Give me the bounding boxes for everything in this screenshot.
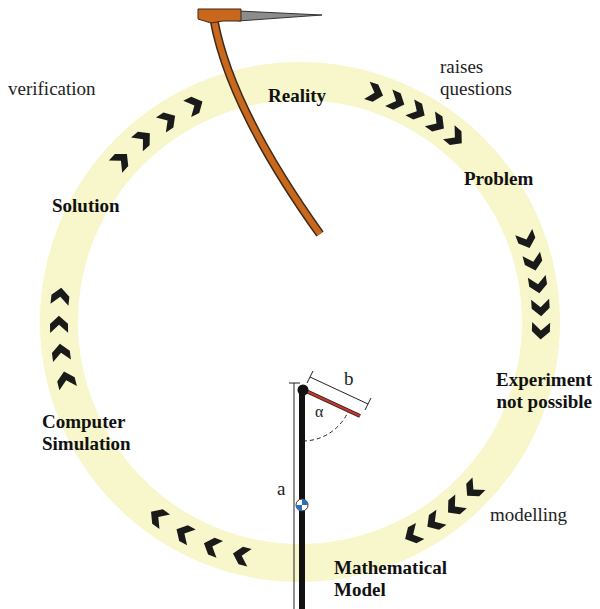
cycle-connector xyxy=(505,195,550,365)
chevron-arrow xyxy=(109,148,134,173)
chevron-arrow xyxy=(183,93,206,117)
chevron-arrow xyxy=(531,299,550,317)
dimension-label: a xyxy=(277,478,285,500)
stage-label: Solution xyxy=(50,194,122,218)
dimension-line-b xyxy=(310,377,368,404)
stage-label: Computer Simulation xyxy=(40,410,152,456)
mass-marker xyxy=(296,499,308,511)
transition-label: verification xyxy=(8,78,96,100)
chevron-arrow xyxy=(51,343,71,362)
chevron-arrow xyxy=(442,495,467,520)
chevron-arrow xyxy=(51,287,71,306)
chevron-arrow xyxy=(523,252,545,273)
stage-text: Solution xyxy=(52,195,120,217)
chevron-arrow xyxy=(364,82,386,104)
stage-text: Problem xyxy=(464,168,533,190)
chevron-arrow xyxy=(131,127,156,152)
chevron-arrow xyxy=(156,108,180,132)
pendulum-head xyxy=(198,9,241,23)
pendulum-blade xyxy=(238,11,322,21)
dimension-line-a xyxy=(294,383,295,609)
chevron-arrow xyxy=(515,229,538,251)
chevron-arrow xyxy=(528,275,548,295)
transition-label: raises questions xyxy=(440,56,540,100)
chevron-arrow xyxy=(50,316,68,333)
chevron-arrow xyxy=(443,125,468,150)
stage-text: Reality xyxy=(268,85,326,107)
stage-label: Reality xyxy=(266,84,328,108)
connector-path xyxy=(505,195,541,365)
mass-marker-fill xyxy=(296,499,308,511)
pivot xyxy=(298,385,309,396)
stage-text: Mathematical Model xyxy=(334,557,460,601)
chevron-arrow xyxy=(385,90,408,113)
stage-label: Experiment not possible xyxy=(478,368,594,414)
real-pendulum xyxy=(198,9,322,234)
chevron-arrow xyxy=(231,545,252,567)
chevron-arrow xyxy=(146,504,170,529)
chevron-arrow xyxy=(401,523,424,547)
stage-label: Mathematical Model xyxy=(332,556,462,602)
chevron-arrow xyxy=(172,521,196,545)
dimension-tick-b xyxy=(307,371,313,383)
cycle-connector xyxy=(385,417,521,547)
chevron-arrow xyxy=(461,477,486,502)
chevron-arrow xyxy=(422,510,446,534)
chevron-arrow xyxy=(201,535,223,558)
pendulum-stem-outline xyxy=(214,20,320,234)
cycle-connector xyxy=(102,459,385,566)
rod xyxy=(304,390,360,416)
angle-arc xyxy=(303,412,348,441)
stage-label: Problem xyxy=(462,167,535,191)
chevron-arrow xyxy=(532,322,551,340)
rod-outline xyxy=(304,390,360,416)
stage-text: Experiment not possible xyxy=(480,369,592,413)
stage-text: Computer Simulation xyxy=(42,411,150,455)
dimension-tick-b xyxy=(365,398,371,410)
pendulum-stem xyxy=(214,20,320,234)
chevron-arrow xyxy=(405,99,429,123)
cycle-connector xyxy=(50,222,81,406)
dimension-label: α xyxy=(315,403,323,421)
chevron-arrow xyxy=(55,369,77,390)
dimension-label: b xyxy=(344,368,354,390)
connector-path xyxy=(385,417,521,547)
cycle-ring xyxy=(40,62,560,582)
transition-label: modelling xyxy=(490,504,567,526)
chevron-arrow xyxy=(425,111,449,135)
dimension-tick-a xyxy=(289,383,300,384)
